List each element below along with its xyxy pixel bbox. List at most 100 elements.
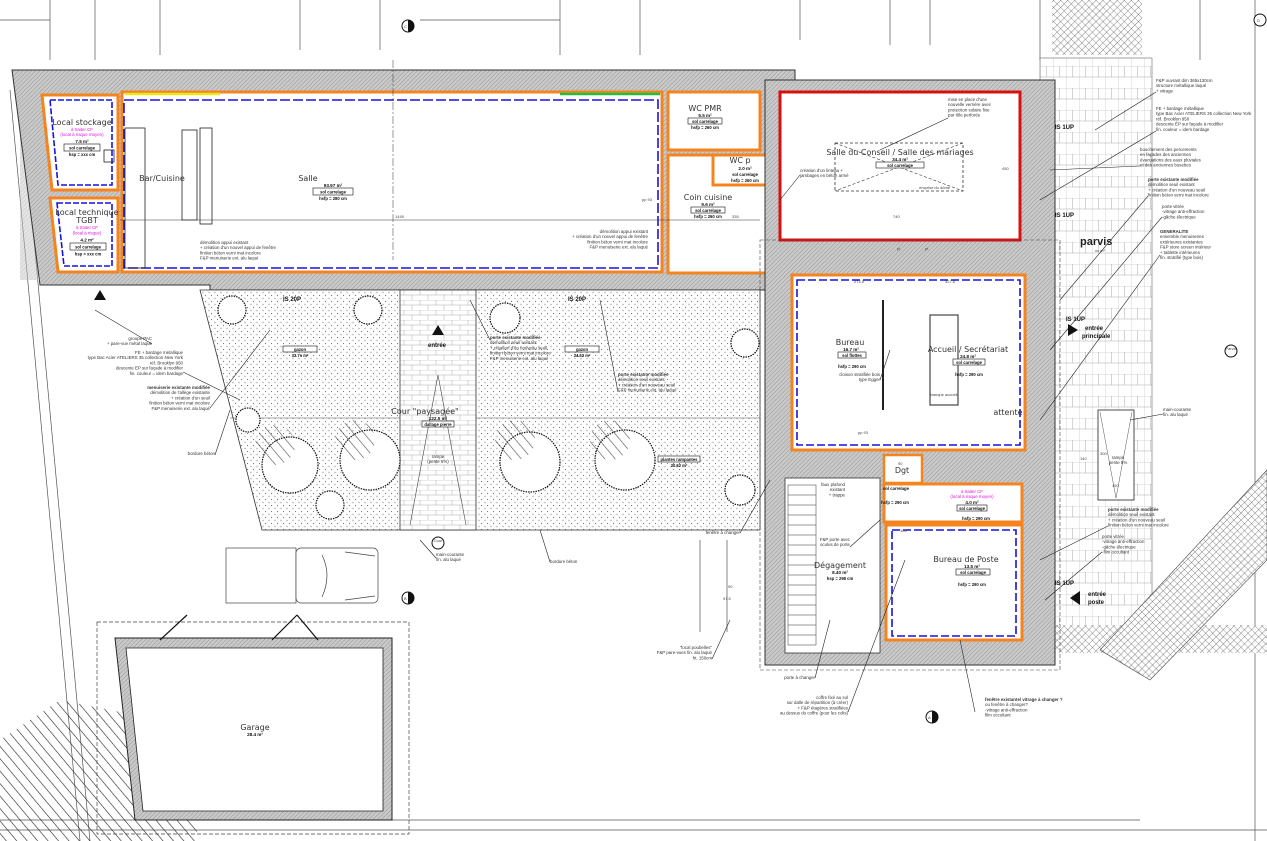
room-height: hsfp = 290 cm: [962, 516, 990, 521]
room-height: hsfp = 260 cm: [691, 125, 719, 130]
room-name: WC p: [729, 156, 750, 165]
room-area: 8.40 m²: [832, 570, 848, 575]
room-note: à traiter CF: [961, 489, 983, 494]
annotation-line: F&P ouvrant dim 365x130cm: [1156, 78, 1213, 83]
annotation-line: + création d'un nouveau seuil: [490, 345, 547, 350]
detail-marker-label: Cour: [434, 538, 443, 543]
annotation-note: bordure béton: [550, 559, 578, 564]
hedge-hatch-top: [1052, 0, 1142, 55]
annotation-line: fenêtre existante/ vitrage à changer ?: [985, 697, 1063, 702]
floor-tag: [690, 206, 726, 214]
annotation-line: finition béton verni mat incolore: [200, 250, 261, 255]
annotation-line: finition béton verni mat incolore: [149, 401, 210, 406]
annotation-line: F&P menuiserie ext. alu laqué: [152, 406, 211, 411]
entrance-label: entrée: [1088, 592, 1107, 598]
room-name: Bureau: [836, 338, 865, 347]
room-area: 122.5 m²: [429, 416, 448, 421]
room-floor: sol carrelage: [887, 163, 914, 168]
room-name: Accueil / Secrétariat: [928, 344, 1008, 354]
annotation-line: porte existante modifiée: [1108, 507, 1159, 512]
entrance-arrow-icon: [432, 325, 444, 335]
room-height: hsp = xxx cm: [75, 252, 102, 257]
room-height: hsfp = 260 cm: [731, 178, 759, 183]
entrance-label: entrée: [428, 343, 447, 349]
floor-tag: [421, 420, 455, 428]
room-note: à traiter CF: [76, 225, 98, 230]
garden-area: 30.52 m²: [671, 463, 688, 468]
room-note: (local à risque moyen): [60, 132, 104, 137]
section-marker-label: B: [404, 596, 407, 601]
room-area: 34.4 m²: [892, 157, 908, 162]
annotation-line: + F&P étagères stratifiées: [797, 705, 848, 710]
room-area: 16.7 m²: [843, 347, 859, 352]
dimension: 100: [900, 528, 907, 533]
lining-technique: [56, 202, 113, 267]
tree-shadows: [255, 420, 630, 465]
room-name: Cour "paysagée": [391, 406, 458, 416]
annotation-line: -vitrage anti-effraction: [985, 707, 1028, 712]
room-height: hsfp = 280 cm: [319, 196, 347, 201]
annotation-line: évacuations des eaux pluviales: [1140, 157, 1202, 162]
entrance-arrow-icon: [94, 290, 106, 300]
floor-tag: [687, 117, 723, 125]
annotation-line: faux plafond: [821, 482, 845, 487]
annotation-line: + vitrage: [1156, 88, 1174, 93]
parvis-area: xx m²: [1095, 248, 1105, 253]
ramp-label: pente 5%: [1109, 460, 1128, 465]
desk-label: banque accueil: [931, 392, 958, 397]
room-note: (local à risque moyen): [950, 494, 994, 499]
dimension: 450: [1002, 166, 1009, 171]
room-floor: sol carrelage: [320, 190, 347, 195]
room-area: 13.5 m²: [964, 564, 980, 569]
room-bureau-accueil: [790, 273, 1027, 452]
annotation-line: F&P menuiserie ext. alu laqué: [618, 388, 677, 393]
ramp-label: rampe: [432, 454, 445, 459]
dimension: 1445: [395, 214, 405, 219]
floor-tag: [956, 504, 988, 512]
annotation-line: ht. 150cm: [693, 655, 713, 660]
annotation-line: au dessus du coffre (pour les colis): [780, 711, 849, 716]
garden-tag: [564, 345, 600, 353]
room-bureau-poste: [884, 523, 1024, 642]
entrance-label: entrée: [1085, 326, 1104, 332]
annotation-line: -gâche électrique: [1102, 544, 1136, 549]
annotation-line: FE + bardage métallique: [135, 350, 184, 355]
dome-outline: [834, 142, 964, 192]
car: [225, 547, 379, 604]
annotation-note: "local poubelles"F&P pare-vues fin. alu …: [657, 645, 713, 660]
room-degagement: [784, 477, 881, 654]
annotation-line: finition béton verni mat incolore: [1148, 193, 1209, 198]
waiting-label: attente: [993, 408, 1022, 417]
fire-rating-label: IS 1UP: [1055, 581, 1074, 587]
entrance-label: principale: [1082, 334, 1111, 340]
annotation-line: -vitrage anti-effraction: [1102, 539, 1145, 544]
room-floor: sol carrelage: [692, 119, 719, 124]
detail-marker-label: Parvis: [1225, 346, 1236, 351]
annotation-line: porte existante modifiée: [618, 372, 669, 377]
annotation-line: + trappe: [829, 492, 846, 497]
room-floor: sol carrelage: [69, 146, 96, 151]
room-height: hsfp = 260 cm: [694, 214, 722, 219]
annotation-line: + création d'un nouvel appui de fenêtre: [572, 234, 648, 239]
room-stockage: [40, 93, 120, 192]
room-labels: Local stockage à traiter CF (local à ris…: [52, 104, 1022, 737]
annotation-line: main-courante: [436, 552, 465, 557]
annotation-line: F&P menuiserie ext. alu laqué: [490, 356, 549, 361]
floor-tag: [837, 351, 867, 359]
garden-name: gazon: [294, 347, 307, 352]
entrance-arrow-icon: [1068, 324, 1078, 336]
annotation-line: finition béton verni mat incolore: [587, 239, 648, 244]
annotation-line: type Bac Acier ATELIERS 35 collection Ne…: [88, 355, 184, 360]
annotation-line: type Egger: [859, 377, 881, 382]
room-area: 9.6 m²: [701, 202, 715, 207]
fire-rating-label: IS 1UP: [1055, 125, 1074, 131]
garden-tag: [282, 345, 318, 353]
annotation-line: fin. alu laqué: [436, 557, 461, 562]
